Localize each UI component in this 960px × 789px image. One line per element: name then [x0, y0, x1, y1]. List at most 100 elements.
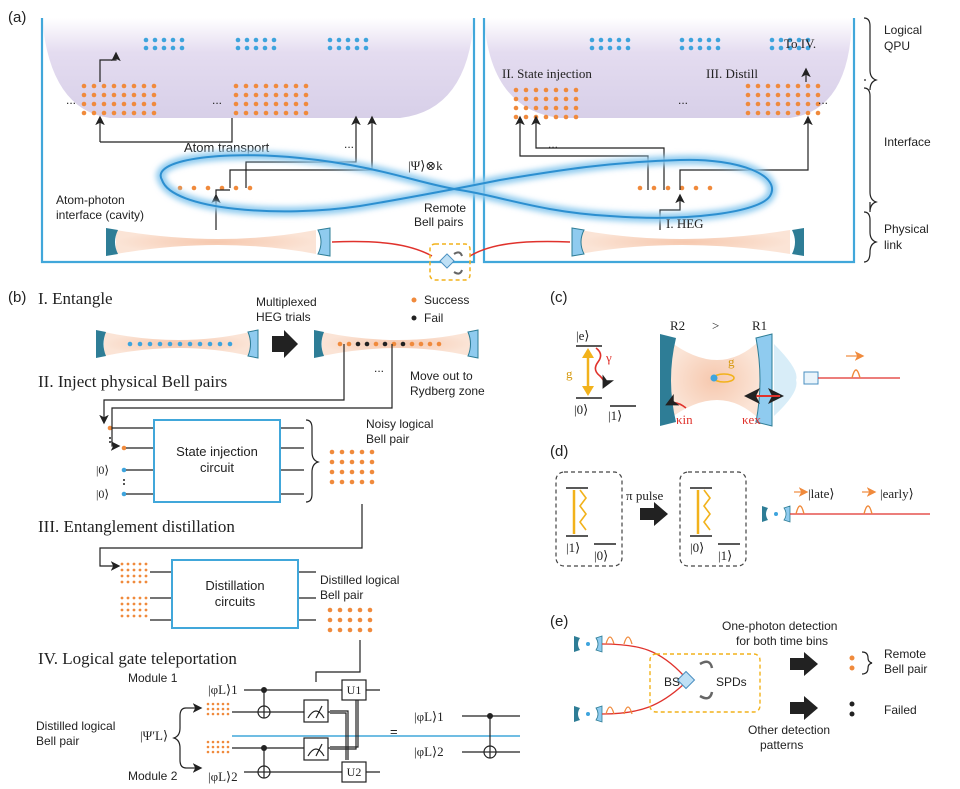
- bs-label: BS: [664, 675, 680, 689]
- tele-atom: [211, 745, 215, 749]
- logical-atom: [679, 45, 685, 51]
- tele-atom: [226, 750, 230, 754]
- interface-atom: [533, 96, 539, 102]
- interface-atom: [775, 92, 781, 98]
- distill-in-atom: [138, 568, 142, 572]
- interface-atom: [815, 92, 821, 98]
- ellipsis-a2: ...: [212, 93, 222, 107]
- distill-in-atom: [144, 596, 148, 600]
- distill-in-atom: [120, 568, 124, 572]
- ket-one-c: |1⟩: [608, 408, 622, 423]
- level-box-d1: [555, 471, 623, 567]
- tele-atom: [211, 740, 215, 744]
- interface-atom: [131, 83, 137, 89]
- success-dot-e2: [849, 665, 855, 671]
- state-injection-box-1: State injection: [176, 444, 258, 459]
- module2-label: Module 2: [128, 769, 178, 783]
- interface-atom: [755, 83, 761, 89]
- interface-atom: [543, 96, 549, 102]
- interface-atom: [563, 96, 569, 102]
- step4-title: IV. Logical gate teleportation: [38, 649, 237, 668]
- interface-atom: [765, 83, 771, 89]
- interface-atom: [513, 114, 519, 120]
- noisy-logical-atom: [329, 459, 335, 465]
- logical-atom: [143, 45, 149, 51]
- state-injection-box-2: circuit: [200, 460, 234, 475]
- distill-in-atom: [126, 608, 130, 612]
- noisy-logical-atom: [369, 469, 375, 475]
- interface-atom: [563, 105, 569, 111]
- ket0-a: |0⟩: [96, 463, 109, 477]
- interface-atom: [573, 114, 579, 120]
- level-diagram-c: [576, 345, 636, 407]
- distilled-pair-1: Distilled logical: [36, 719, 115, 733]
- noisy-logical-atom: [329, 479, 335, 485]
- tele-atom: [206, 740, 210, 744]
- distill-in-atom: [132, 596, 136, 600]
- noisy-logical-atom: [349, 479, 355, 485]
- distill-in-atom: [138, 602, 142, 606]
- distill-in-atom: [138, 614, 142, 618]
- logical-atom: [161, 45, 167, 51]
- distillation-box-1: Distillation: [205, 578, 264, 593]
- cavity-entangle: [96, 329, 259, 359]
- legend-success-dot: [411, 297, 417, 303]
- psi-prime: |Ψ′L⟩: [140, 728, 168, 743]
- distill-in-atom: [144, 568, 148, 572]
- state-injection-label: II. State injection: [502, 66, 592, 81]
- loop-atom: [247, 185, 253, 191]
- logical-atom: [345, 45, 351, 51]
- tele-atom: [226, 707, 230, 711]
- interface-atom: [91, 101, 97, 107]
- logical-atom: [152, 45, 158, 51]
- ket-e: |e⟩: [576, 328, 589, 343]
- interface-atom: [755, 101, 761, 107]
- label-physical: Physical: [884, 222, 929, 236]
- logical-atom: [616, 45, 622, 51]
- trial-atom: [391, 341, 397, 347]
- interface-atom: [745, 101, 751, 107]
- other-det-2: patterns: [760, 738, 803, 752]
- ancilla-atom: [121, 467, 127, 473]
- interface-atom: [233, 83, 239, 89]
- tele-atom: [226, 712, 230, 716]
- noisy-logical-atom: [369, 459, 375, 465]
- distilled-atom: [337, 617, 343, 623]
- interface-atom: [273, 110, 279, 116]
- gt-label: >: [712, 318, 719, 333]
- tele-atom: [221, 707, 225, 711]
- tele-atom: [211, 702, 215, 706]
- g-cav: g: [728, 354, 735, 369]
- to-teleport-line: [315, 640, 361, 682]
- interface-atom: [755, 92, 761, 98]
- interface-atom: [785, 110, 791, 116]
- interface-atom: [131, 110, 137, 116]
- teleport-circuit: [186, 679, 380, 783]
- logical-atom: [715, 37, 721, 43]
- panel-label-b: (b): [8, 289, 26, 306]
- noisy-logical-atom: [349, 449, 355, 455]
- module-left: [40, 18, 476, 264]
- loop-atom: [665, 185, 671, 191]
- interface-atom: [111, 110, 117, 116]
- tele-atom: [216, 740, 220, 744]
- interface-atom: [273, 101, 279, 107]
- logical-atom: [697, 37, 703, 43]
- interface-atom: [755, 110, 761, 116]
- logical-atom: [688, 45, 694, 51]
- fail-dot-e2: [849, 711, 855, 717]
- logical-atom: [363, 45, 369, 51]
- interface-atom: [141, 110, 147, 116]
- logical-atom: [715, 45, 721, 51]
- remote-label: Remote: [424, 201, 466, 215]
- interface-atom: [121, 83, 127, 89]
- noisy-logical-atom: [359, 459, 365, 465]
- distill-in-atom: [126, 568, 130, 572]
- logical-atom: [796, 37, 802, 43]
- trial-atom: [436, 341, 442, 347]
- logical-atom: [787, 37, 793, 43]
- logical-atom: [769, 37, 775, 43]
- tele-atom: [211, 750, 215, 754]
- logical-atom: [244, 45, 250, 51]
- tele-atom: [216, 712, 220, 716]
